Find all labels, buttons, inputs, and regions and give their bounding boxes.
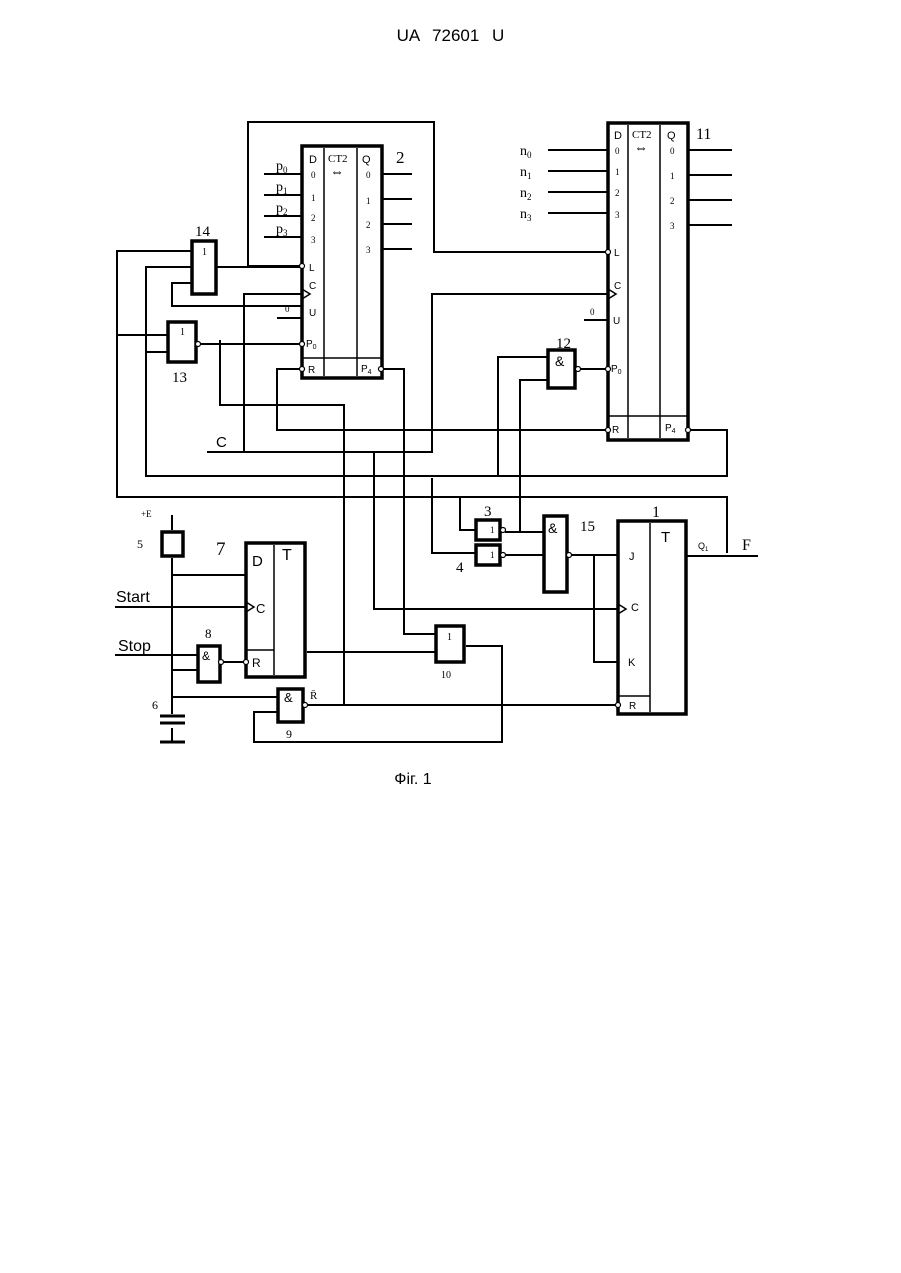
counter-2-r-label: R — [308, 365, 315, 376]
counter-2-type: CT2 — [328, 153, 348, 165]
capacitor-6-number: 6 — [152, 698, 158, 712]
counter-2-out-3: 3 — [366, 245, 371, 255]
trigger-1-type: T — [661, 529, 670, 546]
counter-2-out-0: 0 — [366, 170, 371, 180]
trigger-1-output-f: F — [742, 537, 751, 554]
gate-9-symbol: & — [284, 690, 293, 705]
gate-10-number: 10 — [441, 670, 451, 681]
stop-signal-label: Stop — [118, 638, 151, 655]
trigger-1-q-label: Q1 — [698, 541, 709, 553]
trigger-7-number: 7 — [216, 539, 226, 560]
trigger-7-type: T — [282, 547, 292, 564]
trigger-1-c-label: C — [631, 602, 639, 614]
power-supply-label: +E — [141, 509, 152, 519]
gate-14-symbol: 1 — [202, 247, 207, 258]
figure-caption: Фіг. 1 — [0, 771, 826, 789]
trigger-1: 1 T J C K R Q1 F — [616, 504, 752, 714]
counter-2-signal-p0: p0 — [276, 159, 288, 175]
counter-2-signal-p1: p1 — [276, 180, 288, 196]
gate-14: 1 14 — [192, 224, 216, 294]
counter-11-l-label: L — [614, 248, 620, 259]
counter-11-out-3: 3 — [670, 221, 675, 231]
resistor-5: 5 +E — [137, 509, 183, 556]
gate-8: & 8 — [198, 626, 224, 682]
trigger-1-k-label: K — [628, 657, 636, 669]
counter-11: 11 CT2 ⇔ D Q 0 1 2 3 0 1 2 3 L C U P0 R … — [520, 123, 732, 440]
counter-2-u-label: U — [309, 308, 316, 319]
counter-2-d-label: D — [309, 154, 317, 166]
counter-2-signal-p3: p3 — [276, 222, 288, 238]
counter-2-q-label: Q — [362, 154, 371, 166]
trigger-1-r-label: R — [629, 701, 636, 712]
gate-15-number: 15 — [580, 519, 595, 535]
counter-11-signal-n3: n3 — [520, 207, 532, 223]
gate-10: 1 10 — [436, 626, 464, 681]
gate-12-symbol: & — [555, 353, 565, 369]
counter-11-in-1: 1 — [615, 167, 620, 177]
counter-11-type: CT2 — [632, 129, 652, 141]
counter-11-signal-n2: n2 — [520, 186, 532, 202]
gate-3: 1 3 — [476, 504, 506, 540]
counter-2-c-label: C — [309, 281, 316, 292]
counter-11-q-label: Q — [667, 130, 676, 142]
counter-2-in-2: 2 — [311, 213, 316, 223]
gate-12: & 12 — [548, 336, 581, 388]
trigger-7-c-label: C — [256, 601, 265, 616]
counter-11-out-0: 0 — [670, 146, 675, 156]
counter-11-signal-n0: n0 — [520, 144, 532, 160]
counter-11-r-label: R — [612, 425, 619, 436]
counter-2-in-0: 0 — [311, 170, 316, 180]
counter-2-direction-arrow: ⇔ — [330, 165, 344, 180]
counter-11-signal-n1: n1 — [520, 165, 532, 181]
gate-9: & 9 R̄ — [278, 689, 318, 741]
counter-11-u-label: U — [613, 316, 620, 327]
gate-3-symbol: 1 — [490, 525, 495, 535]
trigger-1-number: 1 — [652, 504, 660, 521]
gate-3-number: 3 — [484, 504, 492, 520]
counter-11-direction-arrow: ⇔ — [634, 141, 648, 156]
gate-4-number: 4 — [456, 560, 464, 576]
counter-11-in-0: 0 — [615, 146, 620, 156]
gate-9-output-label: R̄ — [310, 690, 318, 702]
counter-2-out-2: 2 — [366, 220, 371, 230]
gate-12-number: 12 — [556, 336, 571, 352]
counter-11-in-3: 3 — [615, 210, 620, 220]
counter-11-u-value: 0 — [590, 307, 595, 317]
gate-4: 1 4 — [456, 545, 506, 576]
gate-10-symbol: 1 — [447, 632, 452, 643]
counter-11-in-2: 2 — [615, 188, 620, 198]
counter-11-d-label: D — [614, 130, 622, 142]
gate-8-symbol: & — [202, 649, 210, 663]
gate-4-symbol: 1 — [490, 550, 495, 560]
counter-11-number: 11 — [696, 126, 711, 143]
trigger-7-r-label: R — [252, 656, 261, 670]
counter-11-out-1: 1 — [670, 171, 675, 181]
clock-signal-label: C — [216, 434, 227, 451]
gate-15-symbol: & — [548, 520, 558, 536]
counter-2-in-3: 3 — [311, 235, 316, 245]
counter-2-u-value: 0 — [285, 304, 290, 314]
counter-2-in-1: 1 — [311, 193, 316, 203]
counter-11-out-2: 2 — [670, 196, 675, 206]
counter-2-signal-p2: p2 — [276, 201, 288, 217]
resistor-5-number: 5 — [137, 537, 143, 551]
counter-2-out-1: 1 — [366, 196, 371, 206]
trigger-7-d-label: D — [252, 553, 263, 570]
counter-2-number: 2 — [396, 148, 405, 167]
trigger-1-j-label: J — [629, 551, 635, 563]
gate-13: 1 13 — [168, 322, 201, 386]
start-signal-label: Start — [116, 589, 150, 606]
capacitor-6: 6 — [152, 698, 185, 742]
gate-9-number: 9 — [286, 727, 292, 741]
gate-13-symbol: 1 — [180, 327, 185, 338]
counter-11-c-label: C — [614, 281, 621, 292]
counter-2-l-label: L — [309, 263, 315, 274]
gate-13-number: 13 — [172, 370, 187, 386]
gate-8-number: 8 — [205, 626, 212, 641]
gate-14-number: 14 — [195, 224, 211, 240]
